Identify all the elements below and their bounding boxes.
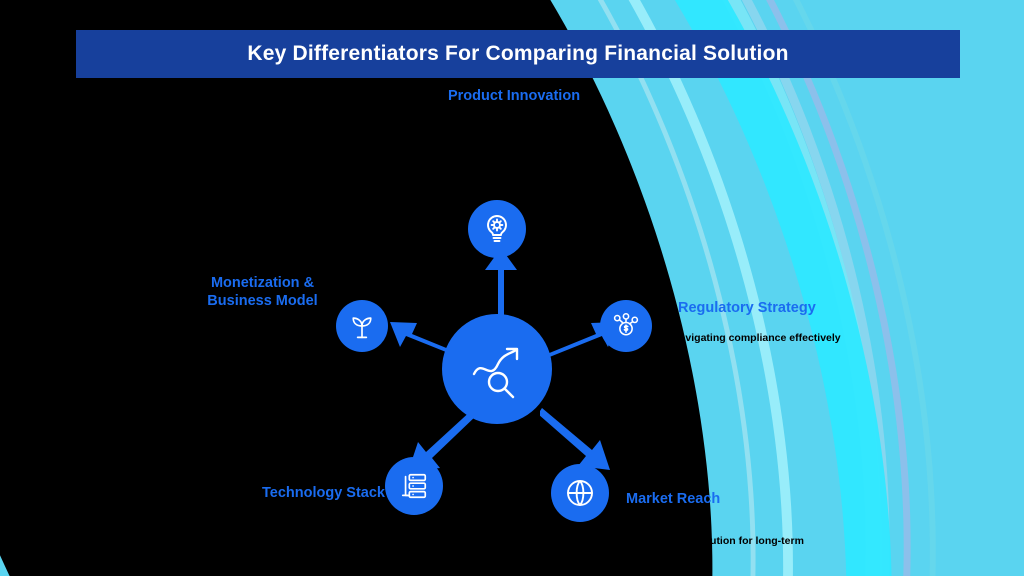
globe-icon [567, 480, 593, 506]
node-title-regulatory-strategy: Regulatory Strategy [678, 300, 816, 316]
title-bar: Key Differentiators For Comparing Financ… [76, 30, 960, 78]
money-plant-icon [352, 317, 372, 339]
lightbulb-gear-icon [487, 215, 507, 242]
node-description-monetization: Sustainability through revenue generatio… [206, 340, 318, 367]
node-description-market-reach: Scale and distribution for long-term suc… [626, 535, 804, 562]
node-description-technology-stack: Most effective tools for competitive adv… [226, 526, 403, 553]
node-icon-technology-stack[interactable] [385, 457, 443, 515]
node-description-product-innovation: Disruptive offerings [463, 131, 564, 143]
arrow-to-technology-stack [408, 408, 478, 472]
arrow-to-regulatory [542, 322, 618, 358]
page-title: Key Differentiators For Comparing Financ… [247, 42, 789, 65]
node-icon-monetization[interactable] [336, 300, 388, 352]
node-title-product-innovation: Product Innovation [447, 88, 581, 104]
node-title-monetization: Monetization & Business Model [207, 275, 318, 309]
center-hub [442, 314, 552, 424]
server-stack-icon [401, 473, 427, 499]
arrow-to-market-reach [540, 408, 610, 470]
growth-chart-arrow-icon [472, 347, 519, 399]
node-icon-market-reach[interactable] [551, 464, 609, 522]
node-icon-regulatory-strategy[interactable] [600, 300, 652, 352]
node-title-market-reach: Market Reach [626, 491, 721, 507]
dollar-network-icon [613, 312, 639, 336]
node-icon-product-innovation[interactable] [468, 200, 526, 258]
arrow-to-product-innovation [485, 248, 517, 328]
node-description-regulatory-strategy: Navigating compliance effectively [672, 332, 841, 344]
node-title-technology-stack: Technology Stack [261, 485, 385, 501]
